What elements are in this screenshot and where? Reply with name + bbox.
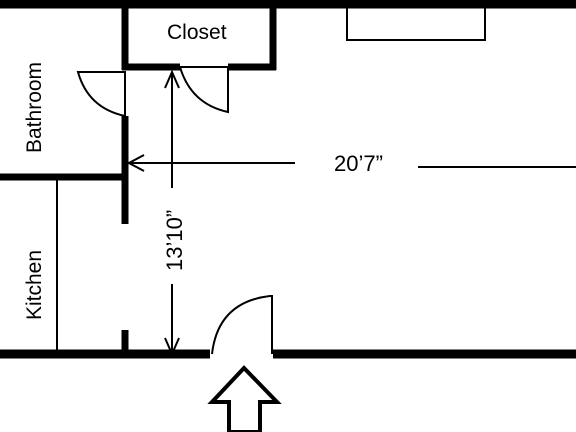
height-arrowhead-top	[164, 69, 180, 89]
kitchen-label: Kitchen	[23, 250, 46, 320]
bathroom-door-swing	[76, 71, 126, 118]
doors	[76, 66, 273, 355]
width-arrowhead-left	[126, 154, 145, 172]
height-arrowhead-bottom	[164, 337, 180, 357]
closet-label: Closet	[167, 21, 227, 44]
bathroom-label: Bathroom	[23, 62, 46, 153]
height-label: 13’10”	[162, 210, 187, 271]
entry-door-swing	[211, 295, 273, 355]
width-label: 20’7”	[334, 151, 383, 176]
interior-walls	[0, 4, 277, 354]
width-dimension	[126, 154, 576, 172]
window-box	[346, 3, 486, 41]
closet-door-swing	[178, 66, 229, 114]
height-dimension	[164, 69, 180, 357]
entrance-arrow-icon	[207, 365, 282, 432]
